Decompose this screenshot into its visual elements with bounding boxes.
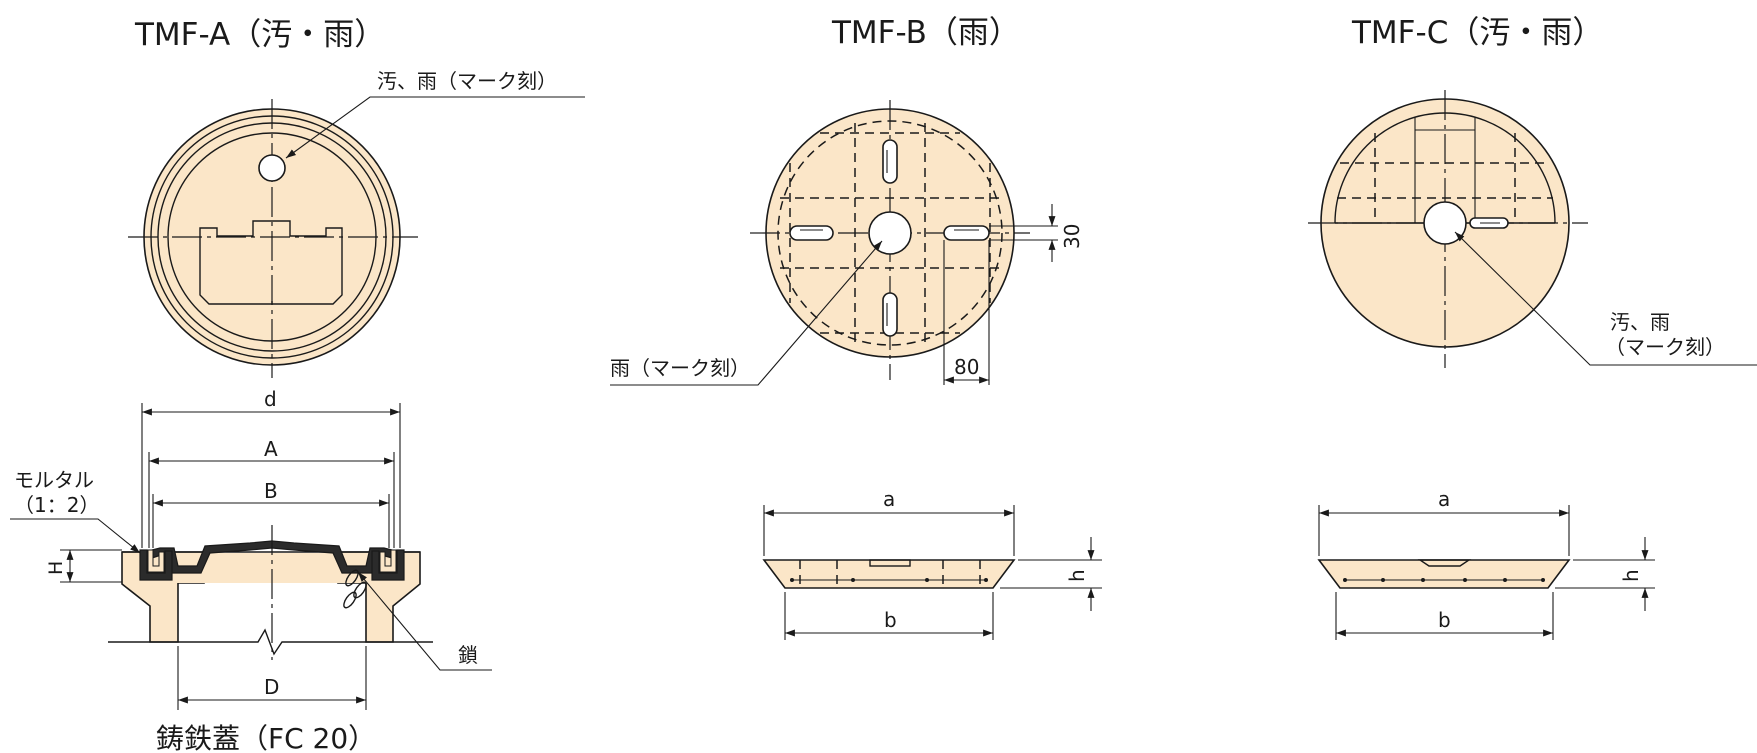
tmf-a-caption: 鋳鉄蓋（FC 20） (156, 722, 376, 753)
dim-B-label: B (264, 479, 278, 503)
tmf-b-section-view: a b h (762, 487, 1102, 640)
tmf-b-plan-view: 30 80 雨（マーク刻） (610, 100, 1084, 386)
title-tmf-b: TMF-B（雨） (831, 15, 1020, 51)
mortar-label: モルタル (14, 468, 94, 492)
dim-h-label-c: h (1619, 569, 1643, 582)
dim-a-label-b: a (883, 487, 895, 511)
dim-d-label: d (264, 387, 277, 411)
title-tmf-a: TMF-A（汚・雨） (134, 17, 385, 53)
tmf-a-chain-label: 鎖 (458, 643, 478, 667)
dim-H-label: H (45, 561, 67, 575)
dim-a-label-c: a (1438, 487, 1450, 511)
tmf-a-section-view: 鎖 モルタル （1：2） d A B H D 鋳鉄蓋（FC 20） (10, 387, 492, 753)
dim-A-label: A (264, 437, 278, 461)
tmf-c-plan-view: 汚、雨 （マーク刻） (1308, 90, 1757, 368)
dim-b-label-b: b (884, 608, 897, 632)
tmf-a-mark-label: 汚、雨（マーク刻） (377, 69, 557, 93)
dim-D-label: D (264, 675, 279, 699)
tmf-a-plan-view: 汚、雨（マーク刻） (128, 69, 585, 378)
dim-30-label: 30 (1060, 224, 1084, 249)
title-tmf-c: TMF-C（汚・雨） (1351, 15, 1603, 51)
dim-80-label: 80 (954, 355, 979, 379)
dim-b-label-c: b (1438, 608, 1451, 632)
tmf-c-mark-label-line2: （マーク刻） (1605, 335, 1725, 359)
tmf-c-mark-label-line1: 汚、雨 (1610, 310, 1670, 334)
dim-h-label-b: h (1065, 569, 1089, 582)
tmf-c-section-view: a b h (1317, 487, 1655, 640)
tmf-b-mark-label: 雨（マーク刻） (610, 356, 750, 380)
mortar-ratio-label: （1：2） (14, 493, 99, 517)
mark-circle-a (258, 154, 286, 182)
